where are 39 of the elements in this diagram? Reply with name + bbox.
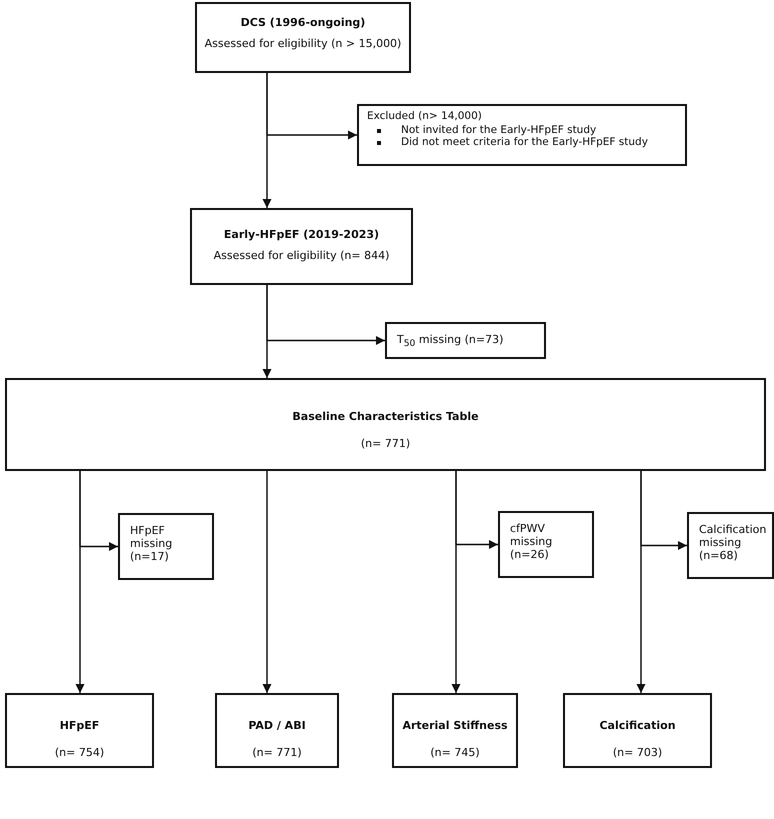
box-heading: Excluded (n> 14,000): [367, 110, 483, 122]
box-text: HFpEF missing (n=17): [130, 524, 174, 563]
box-heading: PAD / ABI: [247, 719, 307, 732]
box-heading: HFpEF: [58, 719, 100, 732]
box-heading: DCS (1996-ongoing): [240, 16, 366, 29]
arrow: [640, 471, 687, 550]
box-heading: Calcification: [598, 719, 677, 732]
arrow: [455, 471, 498, 549]
flow-box: [563, 693, 712, 768]
box-text: (n= 771): [360, 437, 412, 450]
list-item: Did not meet criteria for the Early-HFpEF study: [401, 136, 648, 148]
list-item: Not invited for the Early-HFpEF study: [401, 124, 596, 136]
box-text: Assessed for eligibility (n= 844): [212, 249, 390, 262]
box-heading: Early-HFpEF (2019-2023): [222, 228, 380, 241]
arrow: [262, 471, 272, 693]
box-text: cfPWV missing (n=26): [510, 522, 554, 561]
box-text: Calcification missing (n=68): [699, 523, 768, 562]
flow-box: [687, 512, 774, 579]
box-text: (n= 754): [54, 746, 106, 759]
flow-box: [385, 322, 546, 359]
flow-box: [357, 104, 687, 166]
box-text: (n= 703): [612, 746, 664, 759]
flow-box: [5, 693, 154, 768]
box-heading: Baseline Characteristics Table: [291, 410, 480, 423]
flow-box: [5, 378, 766, 471]
box-text: Assessed for eligibility (n > 15,000): [204, 37, 402, 50]
flow-box: [215, 693, 339, 768]
arrow: [266, 285, 385, 345]
flow-box: [498, 511, 594, 578]
arrow: [266, 73, 357, 140]
flow-box: [392, 693, 518, 768]
box-text: T$_{50}$ missing (n=73): [397, 333, 504, 350]
flow-box: [190, 208, 413, 285]
box-text: (n= 771): [251, 746, 303, 759]
arrow: [79, 471, 118, 551]
flow-box: [195, 2, 411, 73]
box-heading: Arterial Stiffness: [401, 719, 509, 732]
box-text: (n= 745): [429, 746, 481, 759]
flow-box: [118, 513, 214, 580]
